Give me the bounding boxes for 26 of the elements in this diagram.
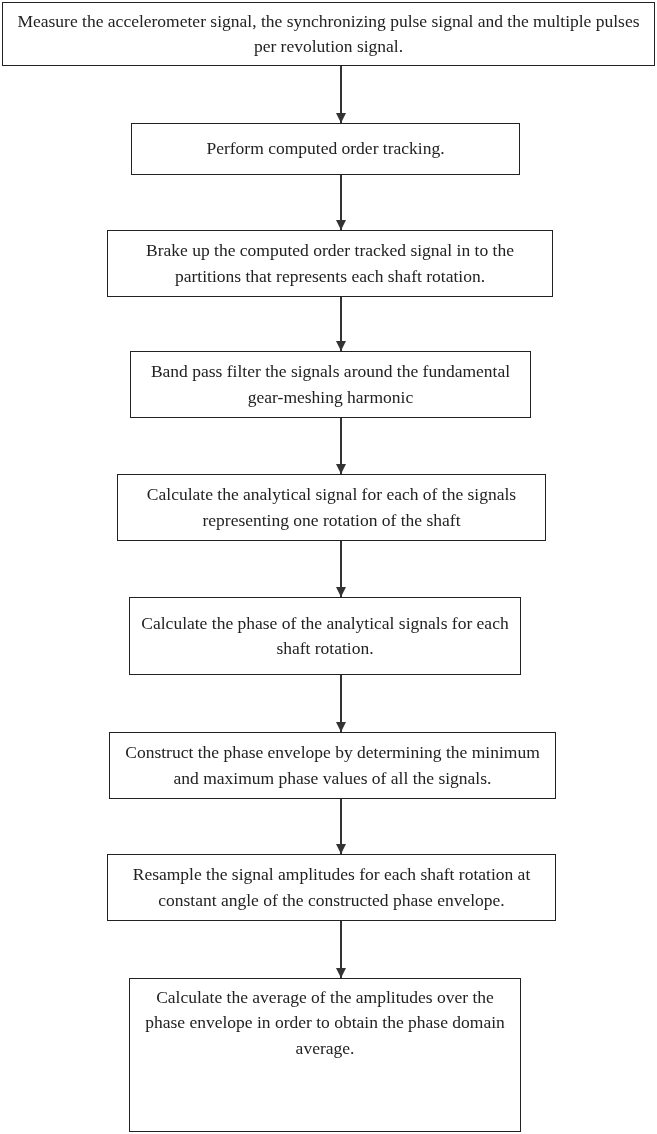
process-box xyxy=(107,854,556,921)
step-text: Calculate the phase of the analytical signals for each shaft rotation. xyxy=(140,611,510,660)
process-box xyxy=(129,978,521,1132)
arrow xyxy=(336,920,346,979)
arrow xyxy=(336,296,346,352)
arrow xyxy=(336,798,346,855)
step-text: Calculate the analytical signal for each of the signals representing one rotation of the shaft xyxy=(145,483,518,532)
arrow xyxy=(336,540,346,598)
process-box xyxy=(2,2,655,66)
step-text: Construct the phase envelope by determining the minimum and maximum phase values of all the signals. xyxy=(124,741,541,790)
step-text: Brake up the computed order tracked signal in to the partitions that represents each shaft rotation. xyxy=(145,239,515,288)
process-box xyxy=(107,230,553,297)
process-box xyxy=(130,351,531,418)
step-text: Resample the signal amplitudes for each shaft rotation at constant angle of the constructed phase envelope. xyxy=(131,863,532,912)
process-box xyxy=(117,474,546,541)
process-box xyxy=(131,123,520,175)
arrow xyxy=(336,674,346,733)
process-box xyxy=(129,597,521,675)
step-text: Measure the accelerometer signal, the synchronizing pulse signal and the multiple pulses per revolution signal. xyxy=(16,9,641,58)
arrow xyxy=(336,417,346,475)
step-text: Calculate the average of the amplitudes over the phase envelope in order to obtain the phase domain average. xyxy=(144,986,506,1060)
step-text: Perform computed order tracking. xyxy=(206,137,445,161)
arrow xyxy=(336,65,346,124)
step-text: Band pass filter the signals around the fundamental gear-meshing harmonic xyxy=(149,360,512,409)
process-box xyxy=(109,732,556,799)
arrow xyxy=(336,174,346,231)
